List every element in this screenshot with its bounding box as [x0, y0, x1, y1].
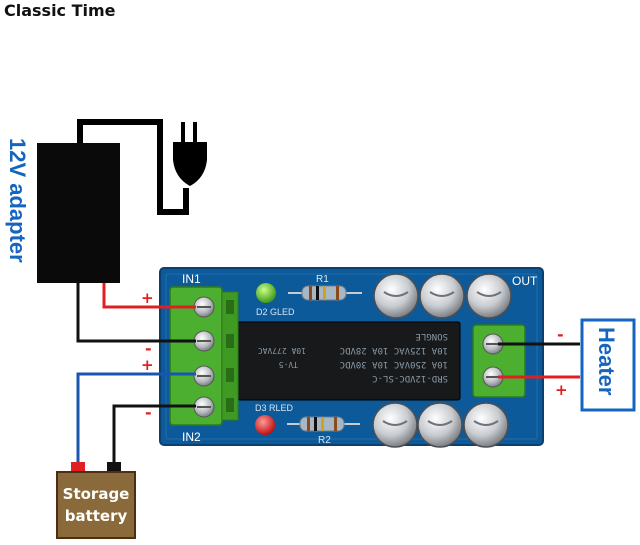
plus-sign: + [141, 289, 154, 307]
capacitor [372, 402, 418, 448]
capacitor [466, 273, 512, 319]
resistor-r2 [287, 416, 360, 432]
relay-text-line: 10A 250VAC 10A 30VDC [340, 359, 448, 369]
minus-sign: - [145, 339, 152, 358]
relay-board: IN1 IN2 OUT D2 GLED D3 RLED R1 [159, 267, 544, 448]
page-title: Classic Time [4, 1, 116, 20]
capacitor [417, 402, 463, 448]
capacitor [463, 402, 509, 448]
battery-positive-wire [76, 372, 196, 468]
relay-text-line: SRD-12VDC-SL-C [372, 373, 448, 383]
relay-text-line: SONGLE [415, 331, 448, 341]
d3-label: D3 RLED [255, 403, 294, 413]
screw-terminal [193, 365, 215, 387]
green-led [256, 283, 276, 303]
plus-sign: + [555, 381, 568, 399]
capacitor [419, 273, 465, 319]
r2-label: R2 [318, 435, 331, 446]
in2-label: IN2 [182, 430, 201, 444]
adapter-positive-wire [102, 283, 196, 309]
minus-sign: - [145, 403, 152, 422]
screw-terminal [482, 333, 504, 355]
battery-negative-wire [112, 404, 196, 468]
power-adapter [37, 143, 120, 283]
relay-sub-line: TV-5 [279, 360, 298, 369]
adapter-body [37, 143, 120, 283]
adapter-negative-wire [76, 283, 196, 343]
in1-label: IN1 [182, 272, 201, 286]
battery-body [56, 471, 136, 539]
storage-battery: Storage battery [56, 462, 136, 539]
adapter-label: 12V adapter [5, 138, 30, 263]
capacitor [373, 273, 419, 319]
plug-icon [173, 122, 207, 186]
d2-label: D2 GLED [256, 307, 295, 317]
screw-terminal [193, 396, 215, 418]
red-led [255, 415, 275, 435]
input-terminal-block [169, 286, 239, 426]
relay-text-line: 10A 125VAC 10A 28VDC [340, 345, 448, 355]
adapter-cord [77, 119, 189, 215]
out-label: OUT [512, 274, 538, 288]
battery-label-line2: battery [65, 507, 128, 525]
minus-sign: - [557, 325, 564, 344]
resistor-r1 [288, 285, 362, 301]
battery-label-line1: Storage [63, 485, 130, 503]
plus-sign: + [141, 356, 154, 374]
screw-terminal [193, 330, 215, 352]
output-terminal-block [472, 324, 526, 398]
screw-terminal [193, 296, 215, 318]
relay-sub-line: 10A 277VAC [258, 346, 306, 355]
heater-label: Heater [594, 327, 619, 396]
heater-box: Heater [580, 318, 636, 412]
relay: SRD-12VDC-SL-C 10A 250VAC 10A 30VDC 10A … [237, 321, 461, 401]
r1-label: R1 [316, 274, 329, 285]
